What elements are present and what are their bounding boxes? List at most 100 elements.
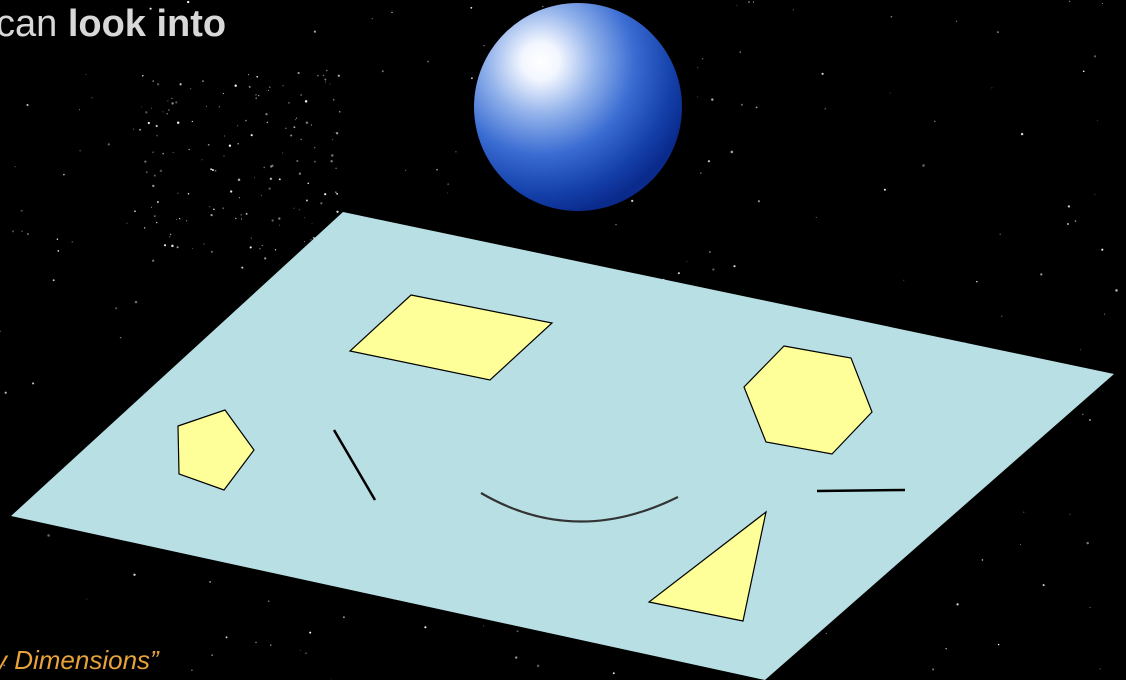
star	[171, 98, 172, 99]
star	[991, 87, 992, 88]
star	[1040, 273, 1042, 275]
star	[144, 227, 145, 228]
star	[190, 88, 191, 89]
star	[290, 135, 292, 137]
star	[1083, 70, 1085, 72]
star	[249, 86, 251, 88]
star	[329, 84, 330, 85]
star	[756, 107, 758, 109]
star	[32, 382, 34, 384]
star	[251, 134, 253, 136]
star	[135, 301, 138, 304]
sphere-icon	[474, 3, 682, 211]
star	[191, 669, 193, 671]
star	[306, 122, 308, 124]
star	[1094, 55, 1096, 57]
star	[305, 100, 307, 102]
star	[301, 139, 302, 140]
star	[235, 218, 236, 219]
star	[310, 239, 311, 240]
star	[258, 95, 259, 96]
star	[254, 177, 255, 178]
star	[753, 1, 754, 2]
star	[270, 178, 272, 180]
star	[175, 101, 177, 103]
star	[272, 165, 274, 167]
star	[224, 136, 225, 137]
star	[317, 75, 318, 76]
star	[223, 155, 225, 157]
star	[126, 223, 127, 224]
star	[483, 625, 484, 626]
star	[255, 642, 256, 643]
star	[542, 6, 543, 7]
star	[133, 129, 134, 130]
star	[209, 581, 211, 583]
star	[736, 5, 737, 6]
star	[151, 108, 152, 109]
star	[338, 75, 340, 77]
star	[275, 249, 276, 250]
star	[177, 193, 178, 194]
star	[222, 207, 224, 209]
star	[237, 125, 238, 126]
star	[154, 215, 156, 217]
star	[269, 187, 271, 189]
star	[241, 214, 242, 215]
star	[314, 31, 316, 33]
heading-prefix: can	[0, 3, 68, 45]
star	[248, 74, 249, 75]
star	[298, 72, 300, 74]
star	[246, 213, 248, 215]
star	[21, 231, 22, 232]
star	[215, 170, 217, 172]
star	[108, 143, 110, 145]
star	[255, 94, 256, 95]
star	[156, 125, 158, 127]
star	[264, 257, 266, 259]
star	[678, 272, 680, 274]
star	[263, 167, 264, 168]
star	[295, 119, 296, 120]
star	[152, 260, 154, 262]
star	[210, 168, 212, 170]
star	[57, 250, 59, 252]
star	[436, 169, 437, 170]
star	[226, 636, 228, 638]
star	[424, 626, 426, 628]
star	[210, 214, 212, 216]
star	[288, 102, 290, 104]
star	[229, 145, 231, 147]
star	[267, 122, 269, 124]
star	[15, 166, 16, 167]
star	[305, 652, 307, 654]
star	[615, 224, 616, 225]
star	[333, 99, 335, 101]
star	[956, 603, 958, 605]
star	[285, 128, 286, 129]
star	[177, 246, 179, 248]
star	[256, 76, 258, 78]
star	[331, 154, 334, 157]
star	[335, 168, 336, 169]
star	[320, 202, 322, 204]
star	[261, 195, 262, 196]
star	[192, 248, 193, 249]
star	[91, 97, 92, 98]
star	[167, 101, 168, 102]
star	[733, 265, 735, 267]
star	[447, 183, 449, 185]
star	[330, 160, 332, 162]
star	[1000, 234, 1001, 235]
star	[171, 245, 174, 248]
star	[115, 307, 117, 309]
star	[687, 261, 688, 262]
star	[223, 93, 224, 94]
star	[702, 58, 704, 60]
star	[1069, 514, 1070, 515]
star	[470, 7, 472, 9]
star	[145, 111, 147, 113]
star	[208, 144, 210, 146]
star	[270, 644, 271, 645]
